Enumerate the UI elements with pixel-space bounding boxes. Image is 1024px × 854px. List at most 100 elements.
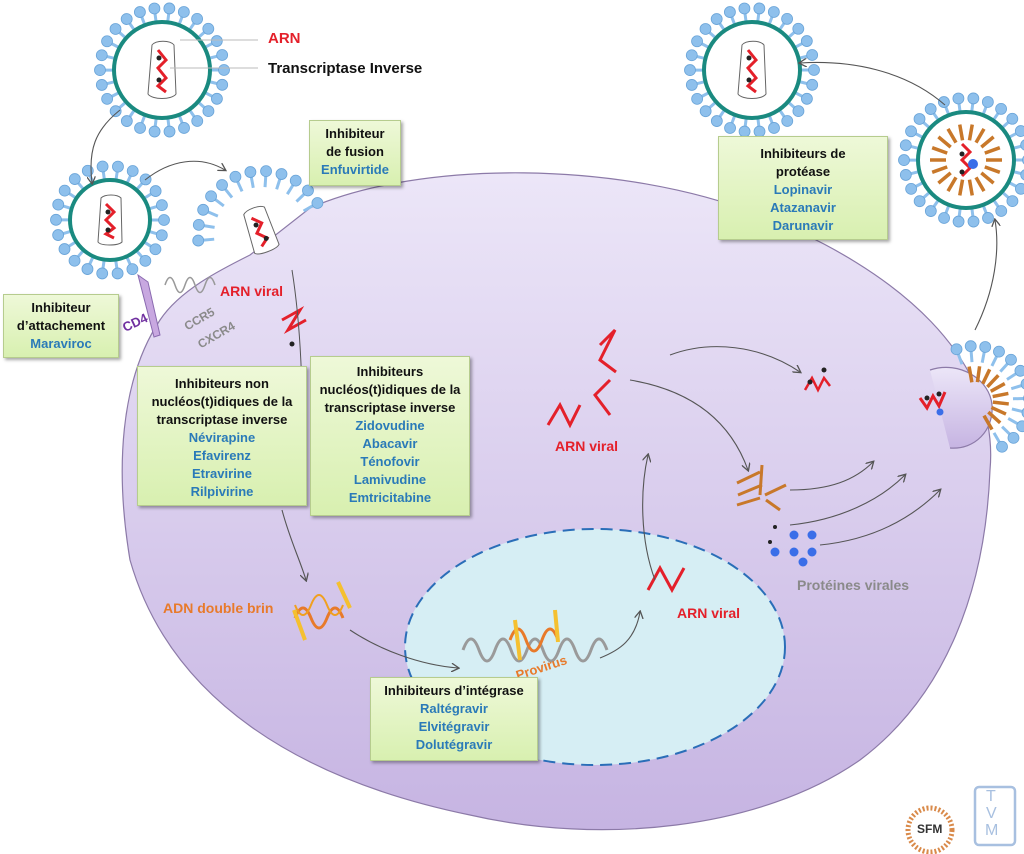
capsid-ray — [974, 176, 986, 193]
spike-head — [979, 341, 992, 353]
virus-attaching — [68, 178, 152, 262]
spike — [1011, 407, 1024, 414]
box-nnrti: Inhibiteurs non nucléos(t)idiques de la … — [137, 366, 307, 506]
box-nrti: Inhibiteurs nucléos(t)idiques de la tran… — [310, 356, 470, 516]
spike-head — [710, 13, 723, 25]
spike — [286, 183, 295, 196]
spike-head — [781, 12, 793, 25]
spike-head — [913, 113, 926, 125]
box-title-line: nucléos(t)idiques de la — [151, 394, 293, 409]
capsid-ray-budding — [990, 405, 1007, 416]
spike-head — [111, 267, 124, 280]
spike-head — [684, 64, 696, 76]
spike-head — [216, 49, 229, 61]
virus-legend — [112, 20, 212, 120]
spike-head — [792, 22, 805, 35]
drug-maraviroc: Maraviroc — [30, 336, 92, 351]
capsid-ray-budding — [975, 366, 982, 383]
drug-tenofovir: Ténofovir — [360, 454, 420, 469]
legend-arn: ARN — [268, 30, 301, 47]
capsid-ray-budding — [982, 414, 994, 431]
spike-head — [148, 2, 161, 15]
spike-head — [101, 92, 114, 105]
spike-head — [120, 115, 133, 127]
spike — [990, 354, 999, 367]
spike — [969, 350, 974, 363]
capsid-ray — [984, 165, 1001, 174]
capsid-ray-budding — [967, 366, 974, 383]
capsid-ray — [931, 165, 948, 174]
spike-head — [52, 229, 65, 241]
spike-head — [952, 92, 965, 105]
spike-head — [738, 2, 751, 15]
tvm-logo-m: M — [985, 822, 999, 839]
capsid-ray — [937, 135, 952, 149]
box-title-line: Inhibiteurs — [356, 364, 424, 379]
box-inhibiteurs-protease: Inhibiteurs de protéase Lopinavir Atazan… — [718, 136, 888, 240]
spike-head — [924, 205, 937, 217]
spike-head — [192, 234, 205, 247]
spike-head — [699, 23, 712, 35]
spike-head — [149, 243, 162, 256]
virus-immature — [916, 110, 1016, 210]
spike-head — [995, 205, 1008, 217]
rna-with-rt — [803, 367, 831, 393]
spike-head — [68, 254, 81, 267]
spike-head — [95, 79, 108, 91]
spike-head — [982, 212, 994, 224]
spike-head — [68, 173, 81, 185]
spike-head — [109, 23, 122, 35]
spike-head — [964, 340, 977, 353]
capsid-ray — [984, 146, 1001, 155]
spike — [235, 179, 244, 192]
spike-head — [289, 174, 302, 187]
spike-head — [905, 125, 917, 138]
capsid-ray-budding — [992, 400, 1009, 406]
provirus-dna — [461, 609, 609, 663]
box-title-line: Inhibiteur — [325, 126, 385, 141]
drug-raltegravir: Raltégravir — [420, 701, 488, 716]
rna-nucleus — [646, 564, 686, 594]
spike — [275, 177, 282, 190]
capsid-ray — [967, 124, 974, 141]
capsid-ray — [946, 176, 958, 193]
spike-head — [899, 139, 912, 152]
spike-head — [905, 182, 918, 195]
box-title-line: transcriptase inverse — [324, 400, 456, 415]
drug-atazanavir: Atazanavir — [770, 200, 836, 215]
spike-head — [685, 79, 698, 91]
box-title-line: nucléos(t)idiques de la — [319, 382, 461, 397]
spike-head — [1006, 195, 1019, 207]
spike — [202, 224, 215, 229]
spike-head — [58, 243, 71, 255]
spike-head — [913, 195, 926, 208]
spike-head — [691, 35, 703, 48]
spike-head — [163, 125, 176, 138]
label-proteines-virales: Protéines virales — [797, 577, 910, 593]
capsid-ray-budding — [992, 391, 1009, 399]
drug-abacavir: Abacavir — [362, 436, 418, 451]
cd4-receptor — [137, 273, 161, 338]
spike-head — [95, 49, 108, 62]
legend-transcriptase: Transcriptase Inverse — [268, 60, 423, 77]
budding-membrane — [929, 366, 993, 449]
spike-head — [149, 185, 162, 197]
spike-head — [710, 115, 723, 127]
drug-efavirenz: Efavirenz — [193, 448, 251, 463]
spike — [992, 432, 1002, 445]
label-arn-viral-nucleus: ARN viral — [677, 605, 741, 621]
spike-head — [1016, 420, 1024, 433]
drug-enfuvirtide: Enfuvirtide — [321, 162, 389, 177]
box-title-line: Inhibiteurs de — [760, 146, 846, 161]
spike-head — [685, 49, 698, 62]
spike-head — [993, 345, 1005, 358]
spike-head — [216, 179, 228, 191]
capsid-ray — [974, 127, 986, 144]
spike-head — [753, 2, 766, 15]
spike-head — [767, 6, 780, 18]
spike-head — [691, 92, 704, 105]
spike-head — [260, 165, 272, 178]
spike-head — [938, 212, 950, 224]
spike-head — [808, 64, 820, 76]
